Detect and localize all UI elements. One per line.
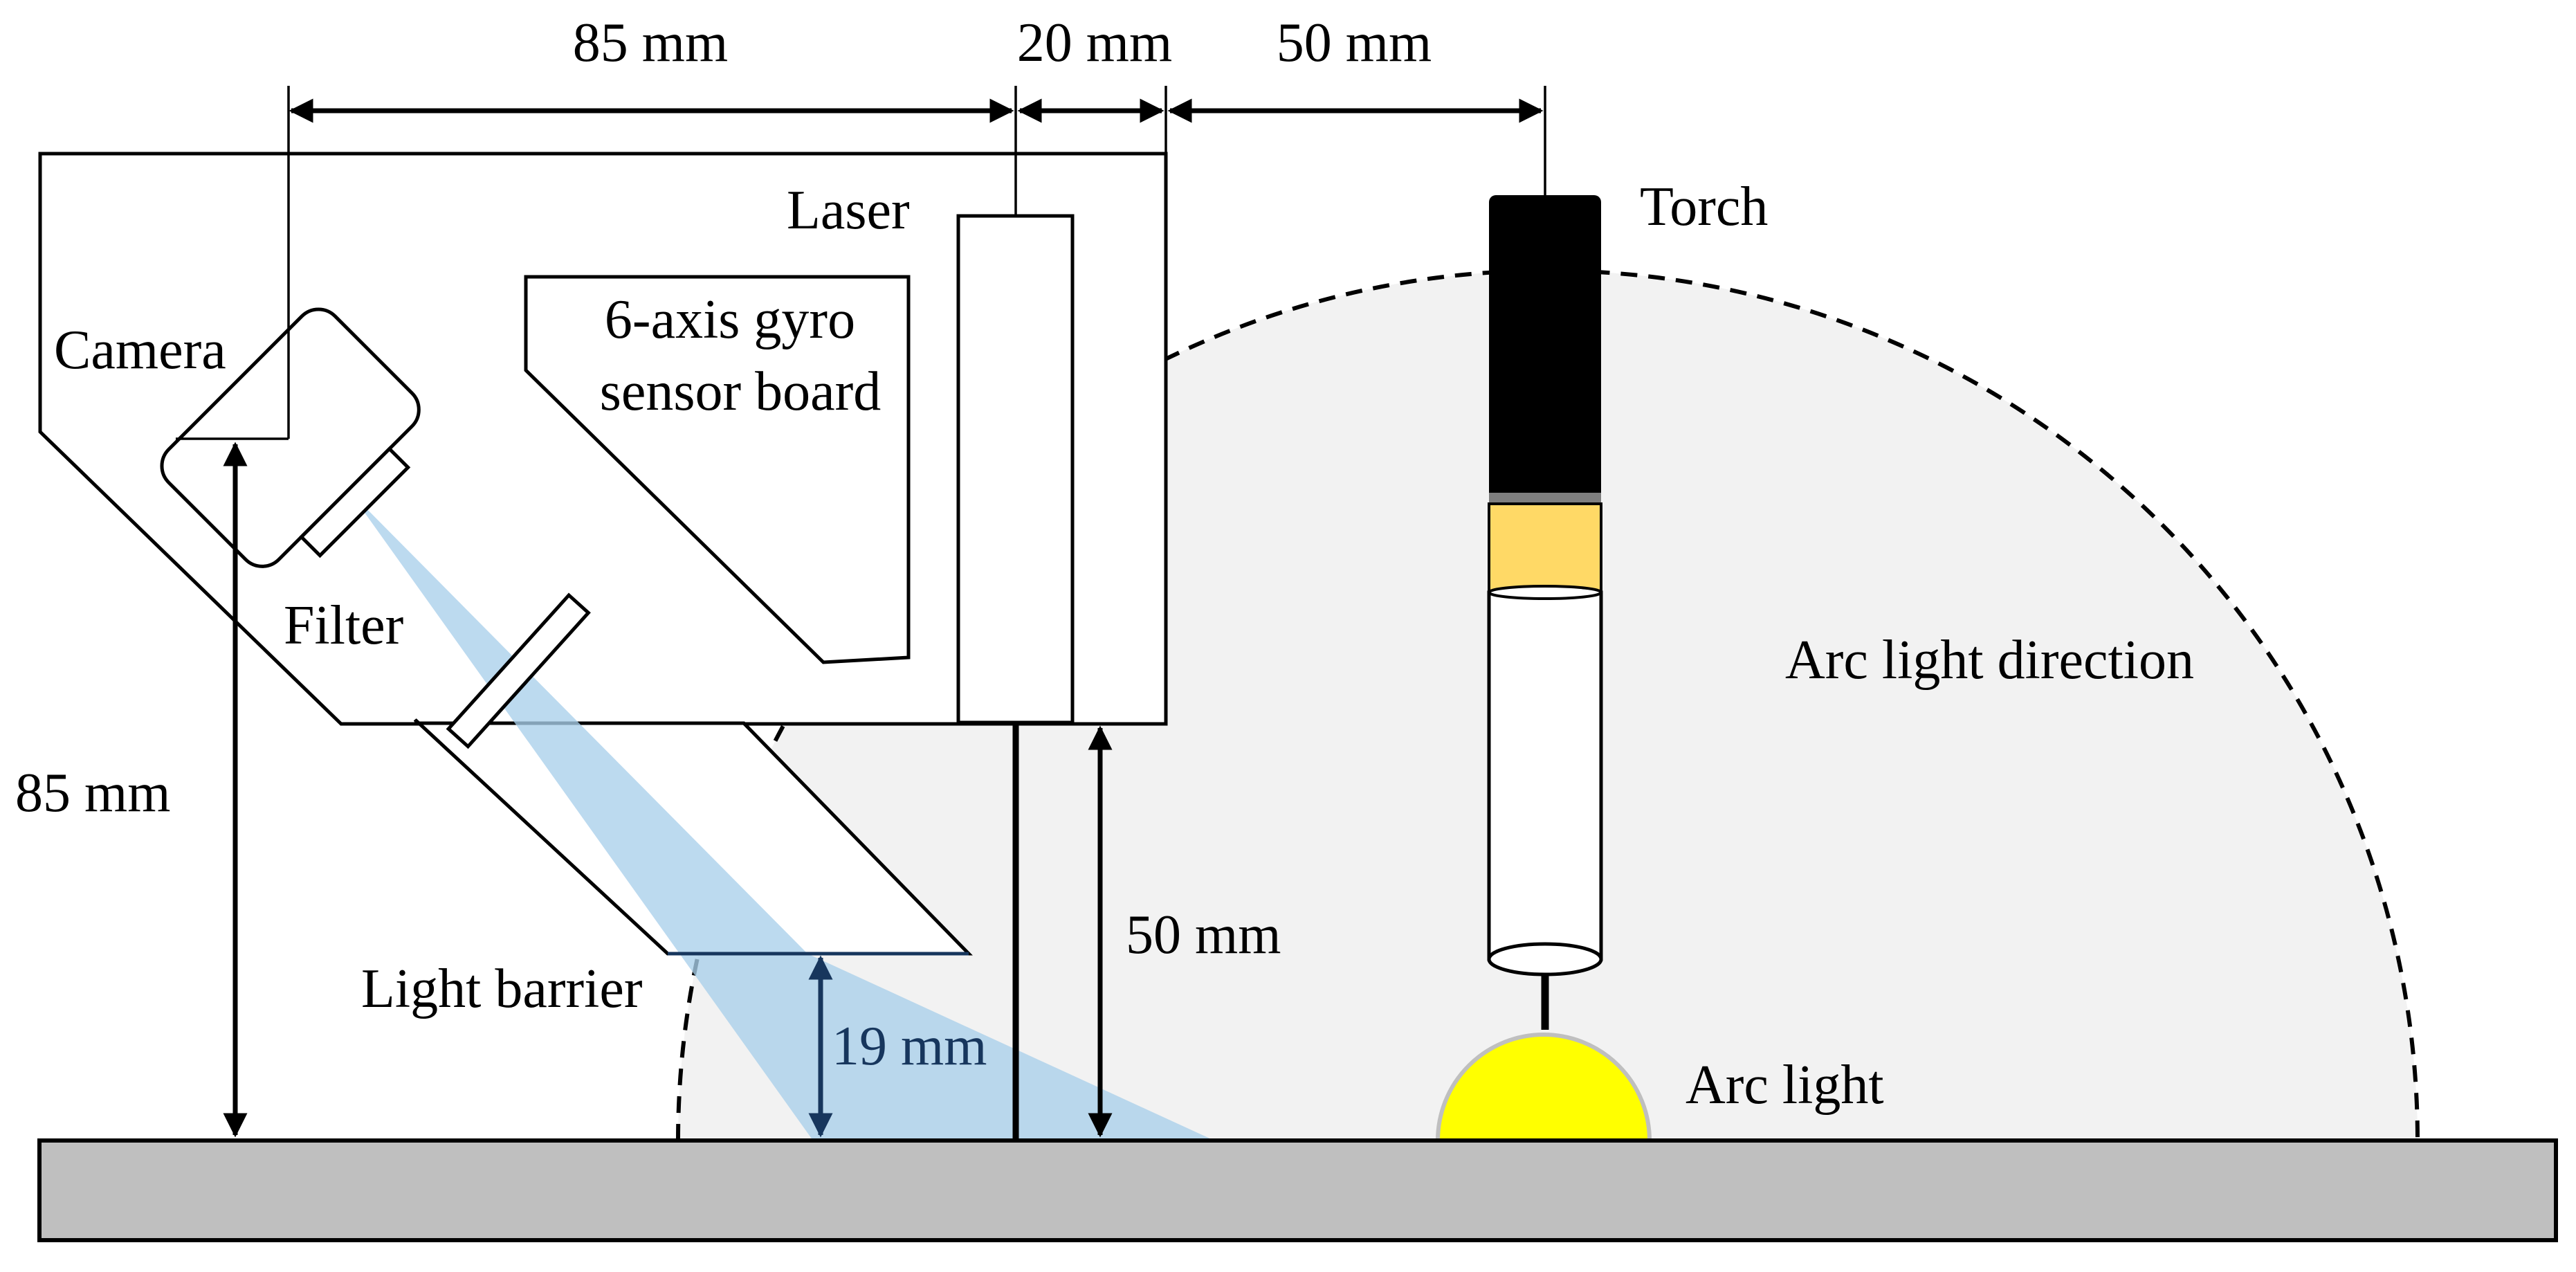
label-arc-light: Arc light <box>1686 1055 1884 1116</box>
label-arc-light-direction: Arc light direction <box>1785 630 2194 691</box>
dim-label-50mm-vertical: 50 mm <box>1126 905 1281 965</box>
arc-light <box>1435 1033 1652 1143</box>
label-laser: Laser <box>787 180 910 241</box>
dim-label-85mm-vertical: 85 mm <box>15 763 170 824</box>
dim-label-50mm-top: 50 mm <box>1277 12 1432 73</box>
torch <box>1487 195 1603 1030</box>
label-camera: Camera <box>54 320 226 381</box>
gyro-sensor-board <box>524 275 911 664</box>
dim-label-19mm: 19 mm <box>832 1016 987 1077</box>
workpiece-plate <box>37 1138 2558 1242</box>
label-light-barrier: Light barrier <box>361 958 642 1019</box>
dim-label-20mm: 20 mm <box>1017 12 1172 73</box>
label-gyro-line1: 6-axis gyro <box>605 289 855 350</box>
light-beam <box>349 491 1214 1141</box>
laser-module <box>956 214 1075 725</box>
label-filter: Filter <box>284 595 403 656</box>
label-torch: Torch <box>1640 176 1768 237</box>
filter <box>446 592 591 749</box>
label-gyro-line2: sensor board <box>600 361 881 422</box>
dim-label-85mm-top: 85 mm <box>573 12 728 73</box>
